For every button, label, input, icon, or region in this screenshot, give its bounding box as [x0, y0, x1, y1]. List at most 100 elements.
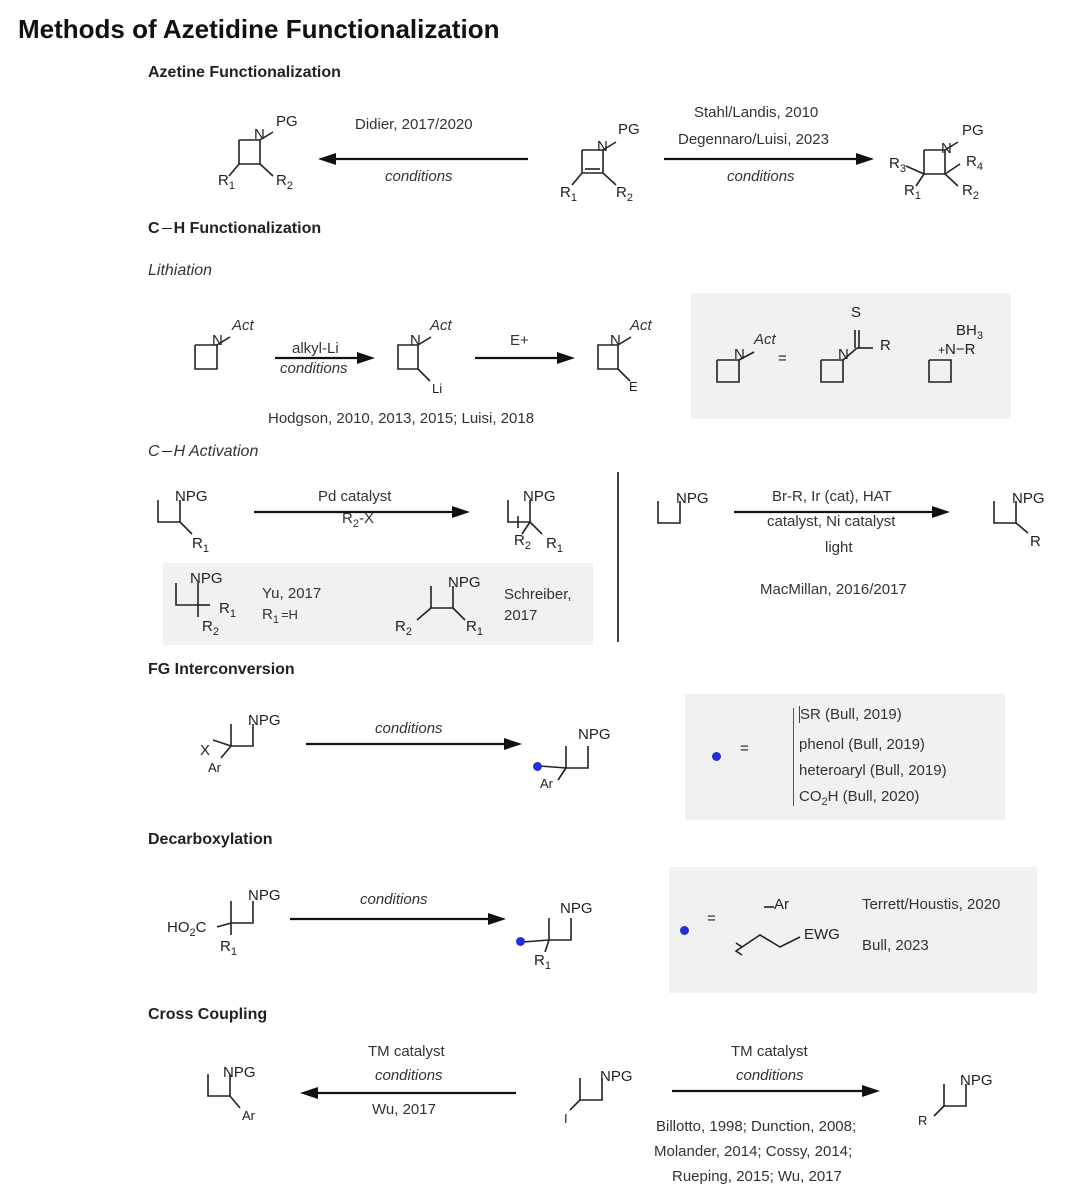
decarb-ref2: Bull, 2023	[862, 937, 929, 954]
yu-r1-h: R1=H	[262, 606, 298, 626]
schreiber-example-r2: R2	[395, 618, 412, 638]
schreiber-example-npg: NPG	[448, 574, 481, 591]
macmillan-product-r: R	[1030, 533, 1041, 550]
fg-start-x: X	[200, 742, 211, 759]
fg-option-heteroaryl: heteroaryl (Bull, 2019)	[799, 762, 947, 779]
fg-product-dot	[533, 762, 542, 771]
fg-product-npg: NPG	[578, 726, 611, 743]
yu-example-npg: NPG	[190, 570, 223, 587]
decarb-ref1: Terrett/Houstis, 2020	[862, 896, 1001, 913]
azetine-right-conditions: conditions	[727, 168, 795, 185]
fg-start-npg: NPG	[248, 712, 281, 729]
npg-2-label: NPG	[523, 488, 556, 505]
cross-left-arrow	[300, 1087, 516, 1099]
ch-activation-arrow-right	[734, 506, 950, 518]
decarb-start-r1: R1	[220, 938, 237, 958]
azetidine-left-r1: R1	[218, 172, 235, 192]
azetine-middle-r2: R2	[616, 184, 633, 204]
decarb-start-ho2c: HO2C	[167, 919, 207, 939]
macmillan-start-azetidine	[657, 501, 681, 524]
schreiber-example-r1: R1	[466, 618, 483, 638]
act-panel-azetidine	[716, 351, 755, 383]
cross-iodo-azetidine	[569, 1078, 603, 1111]
decarb-start-npg: NPG	[248, 887, 281, 904]
decarb-product-r1: R1	[534, 952, 551, 972]
e-substituted-azetidine	[597, 336, 632, 382]
thioamide-r: R	[880, 337, 891, 354]
decarb-conditions: conditions	[360, 891, 428, 908]
fg-panel-equals: =	[740, 740, 749, 757]
azetidine-right-r2: R2	[962, 182, 979, 202]
macmillan-reagent-3: light	[825, 539, 853, 556]
fg-option-phenol: phenol (Bull, 2019)	[799, 736, 925, 753]
cross-left-reagent: TM catalyst	[368, 1043, 445, 1060]
cross-left-ar: Ar	[242, 1108, 255, 1123]
macmillan-product-npg: NPG	[1012, 490, 1045, 507]
azetine-middle-pg: PG	[618, 121, 640, 138]
decarb-start-azetidine	[216, 901, 254, 935]
cross-left-npg: NPG	[223, 1064, 256, 1081]
azetine-left-conditions: conditions	[385, 168, 453, 185]
subheading-lithiation: Lithiation	[148, 262, 213, 279]
act-panel-equals: =	[778, 350, 787, 367]
yu-ref: Yu, 2017	[262, 585, 322, 602]
fg-conditions: conditions	[375, 720, 443, 737]
fg-definition-panel	[685, 694, 1005, 820]
section-heading-azetine: Azetine Functionalization	[148, 64, 341, 81]
fg-arrow	[306, 738, 522, 750]
ch-activation-arrow-left	[254, 506, 470, 518]
azetidine-right-pg: PG	[962, 122, 984, 139]
section-heading-fg-interconversion: FG Interconversion	[148, 661, 295, 678]
fg-option-bracket	[793, 708, 794, 806]
npg-2-r1: R1	[546, 535, 563, 555]
ch-activation-examples-panel	[163, 563, 593, 645]
azetine-left-ref: Didier, 2017/2020	[355, 116, 473, 133]
npg-azetidine-r1	[157, 500, 193, 535]
azetine-middle-r1: R1	[560, 184, 577, 204]
decarb-panel-ar: Ar	[774, 896, 789, 913]
fg-option-sr: SR (Bull, 2019)	[799, 706, 902, 723]
n-act-1-n: N	[212, 332, 223, 349]
fg-start-ar: Ar	[208, 760, 221, 775]
azetidine-right-r1: R1	[904, 182, 921, 202]
cross-right-product	[933, 1084, 967, 1117]
act-panel-act: Act	[754, 331, 776, 348]
cross-right-ref3: Rueping, 2015; Wu, 2017	[672, 1168, 842, 1185]
lithiation-arrow-2	[475, 352, 575, 364]
borane-n: +N−R	[938, 341, 976, 358]
fg-panel-dot	[712, 752, 721, 761]
section-heading-decarboxylation: Decarboxylation	[148, 831, 273, 848]
cross-iodo-i: I	[564, 1111, 568, 1126]
thioamide-s: S	[851, 304, 862, 321]
borane-azetidine	[928, 359, 952, 383]
fg-option-co2h: CO2H (Bull, 2020)	[799, 788, 920, 808]
decarb-panel-ewg: EWG	[804, 926, 840, 943]
decarb-panel-dot	[680, 926, 689, 935]
macmillan-start-npg: NPG	[676, 490, 709, 507]
e-azetidine-e: E	[629, 379, 638, 394]
fg-start-azetidine	[212, 724, 254, 759]
decarb-product-azetidine	[522, 918, 572, 953]
yu-example-r2: R2	[202, 618, 219, 638]
n-act-1-act: Act	[232, 317, 254, 334]
decarb-panel-fragment	[734, 906, 801, 956]
lithiated-act: Act	[430, 317, 452, 334]
azetidine-right-n: N	[941, 140, 952, 157]
cross-right-ref1: Billotto, 1998; Dunction, 2008;	[656, 1118, 857, 1135]
azetine-right-arrow	[664, 153, 874, 165]
borane-bh3: BH3	[956, 322, 983, 342]
azetine-right-ref1: Stahl/Landis, 2010	[694, 104, 819, 121]
lithiation-reagent: alkyl-Li	[292, 340, 339, 357]
macmillan-reagent-1: Br-R, Ir (cat), HAT	[772, 488, 892, 505]
decarb-definition-panel	[669, 867, 1037, 993]
decarb-arrow	[290, 913, 506, 925]
cross-right-npg: NPG	[960, 1072, 993, 1089]
n-act-azetidine-1	[194, 336, 231, 370]
cross-iodo-npg: NPG	[600, 1068, 633, 1085]
decarb-product-dot	[516, 937, 525, 946]
macmillan-ref: MacMillan, 2016/2017	[760, 581, 907, 598]
lithiated-azetidine	[397, 336, 432, 382]
schreiber-year: 2017	[504, 607, 538, 624]
azetine-left-arrow	[318, 153, 528, 165]
macmillan-product-azetidine	[993, 501, 1029, 534]
